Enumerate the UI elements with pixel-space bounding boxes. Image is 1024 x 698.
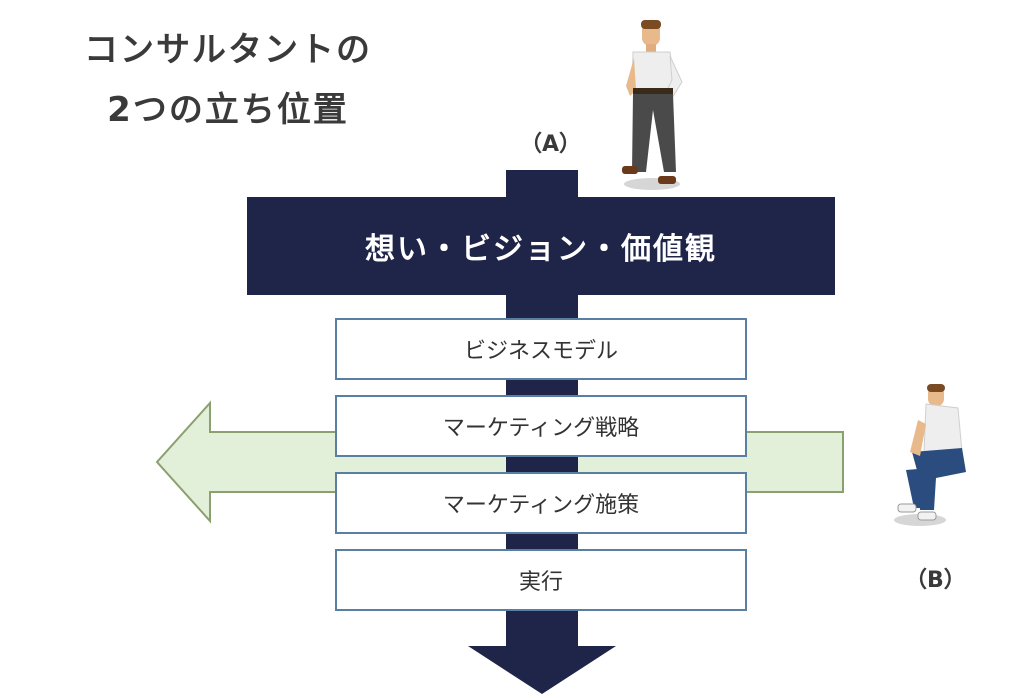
layer-marketing-strategy: マーケティング戦略 <box>335 395 747 457</box>
down-arrowhead <box>468 646 616 694</box>
title-line-2: 2つの立ち位置 <box>107 90 349 130</box>
position-b-label: （B） <box>905 568 966 593</box>
layer-execution: 実行 <box>335 549 747 611</box>
layer-marketing-tactics: マーケティング施策 <box>335 472 747 534</box>
layer-business-model: ビジネスモデル <box>335 318 747 380</box>
position-a-label: （A） <box>520 132 582 157</box>
standing-person-icon <box>622 20 683 190</box>
title-line-1: コンサルタントの <box>84 30 372 70</box>
sitting-person-icon <box>894 384 966 526</box>
vision-bar: 想い・ビジョン・価値観 <box>247 197 835 295</box>
